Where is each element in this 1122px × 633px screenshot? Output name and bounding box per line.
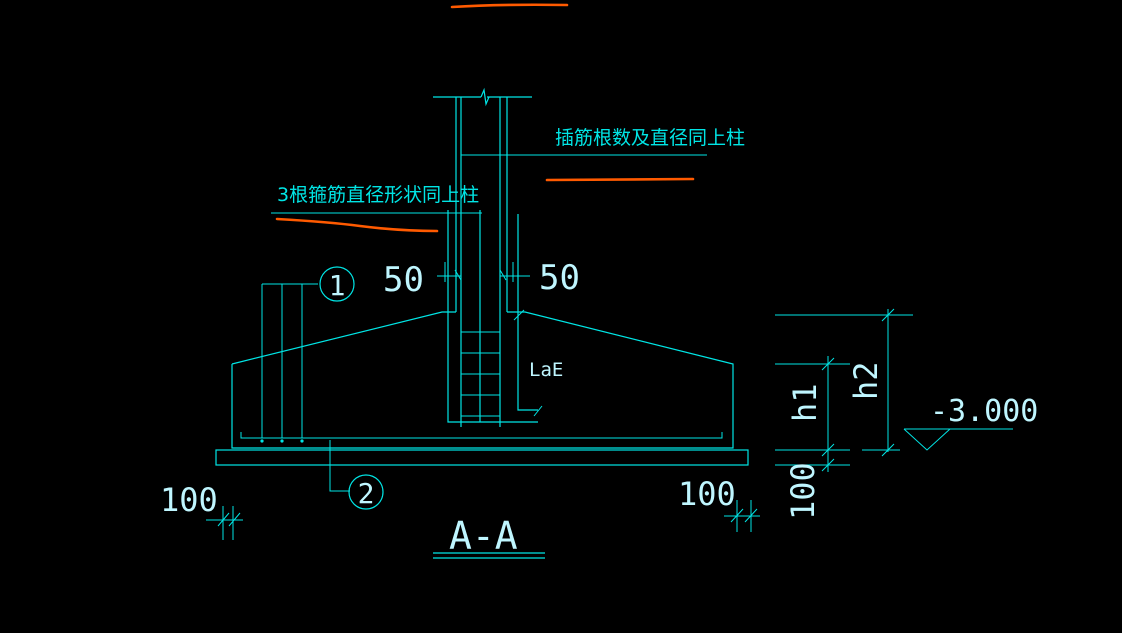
dim-100: 100 100: [160, 475, 760, 540]
height-dims: h1 h2 100: [775, 308, 913, 520]
starter-bar-left: [447, 210, 538, 423]
lae-label: LaE: [529, 359, 563, 381]
dim-100-vertical: 100: [784, 462, 822, 520]
dim-50-left: 50: [383, 260, 424, 300]
starter-bar-right: [517, 214, 538, 411]
dim-100-left: 100: [160, 481, 218, 519]
rebar-marker-1: 1: [319, 266, 355, 302]
red-markups: [275, 3, 695, 233]
column: [433, 87, 543, 427]
elevation-mark: -3.000: [903, 394, 1038, 451]
red-markup-left: [275, 217, 439, 233]
svg-text:2: 2: [358, 477, 375, 510]
h1-label: h1: [786, 383, 824, 422]
red-markup-top: [450, 3, 569, 9]
elevation-label: -3.000: [930, 394, 1038, 429]
footing: [215, 283, 749, 492]
left-note: 3根箍筋直径形状同上柱: [277, 184, 479, 206]
section-label: A-A: [449, 514, 518, 558]
h2-label: h2: [847, 361, 885, 400]
break-symbol: [480, 87, 490, 107]
top-note: 插筋根数及直径同上柱: [555, 127, 745, 149]
dim-100-right: 100: [678, 475, 736, 513]
dim-50: 50 50: [383, 258, 580, 300]
dim-50-right: 50: [539, 258, 580, 298]
svg-text:1: 1: [329, 269, 346, 302]
section-title: A-A: [433, 514, 545, 559]
red-markup-right: [545, 177, 695, 182]
rebar-marker-2: 2: [348, 474, 384, 510]
